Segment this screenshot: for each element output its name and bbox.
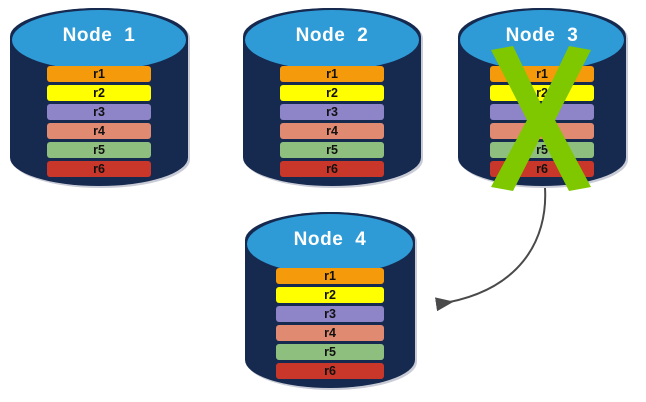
node-3-row-r6[interactable]: r6 (490, 161, 594, 177)
node-2-row-r1[interactable]: r1 (280, 66, 384, 82)
node-1-row-r6[interactable]: r6 (47, 161, 151, 177)
node-2[interactable]: Node 2 r1 r2 r3 r4 r5 r6 (243, 8, 423, 188)
node-4-top-disc (245, 212, 415, 276)
node-3-row-r3[interactable]: r3 (490, 104, 594, 120)
node-4-row-r5[interactable]: r5 (276, 344, 384, 360)
node-4-row-r6[interactable]: r6 (276, 363, 384, 379)
node-1-rows: r1 r2 r3 r4 r5 r6 (47, 66, 151, 177)
node-4-row-r3[interactable]: r3 (276, 306, 384, 322)
node-1-row-r2[interactable]: r2 (47, 85, 151, 101)
node-3[interactable]: Node 3 r1 r2 r3 r4 r5 r6 (458, 8, 628, 191)
node-2-row-r5[interactable]: r5 (280, 142, 384, 158)
node-4[interactable]: Node 4 r1 r2 r3 r4 r5 r6 (245, 212, 417, 390)
node-1-row-r5[interactable]: r5 (47, 142, 151, 158)
node-1-row-r3[interactable]: r3 (47, 104, 151, 120)
node-4-rows: r1 r2 r3 r4 r5 r6 (276, 268, 384, 379)
node-2-rows: r1 r2 r3 r4 r5 r6 (280, 66, 384, 177)
node-2-top-disc (243, 8, 421, 72)
node-4-row-r2[interactable]: r2 (276, 287, 384, 303)
node-1-row-r4[interactable]: r4 (47, 123, 151, 139)
node-3-row-r1[interactable]: r1 (490, 66, 594, 82)
node-2-row-r2[interactable]: r2 (280, 85, 384, 101)
node-3-rows: r1 r2 r3 r4 r5 r6 (490, 66, 594, 177)
node-1[interactable]: Node 1 r1 r2 r3 r4 r5 r6 (10, 8, 190, 188)
node-2-row-r6[interactable]: r6 (280, 161, 384, 177)
node-3-top-disc (458, 8, 626, 72)
node-1-top-disc (10, 8, 188, 72)
node-4-row-r4[interactable]: r4 (276, 325, 384, 341)
node-3-row-r4[interactable]: r4 (490, 123, 594, 139)
node-3-row-r5[interactable]: r5 (490, 142, 594, 158)
node-3-row-r2[interactable]: r2 (490, 85, 594, 101)
node-2-row-r3[interactable]: r3 (280, 104, 384, 120)
node-1-row-r1[interactable]: r1 (47, 66, 151, 82)
node-4-row-r1[interactable]: r1 (276, 268, 384, 284)
node-2-row-r4[interactable]: r4 (280, 123, 384, 139)
replication-arrow-path (435, 187, 547, 312)
